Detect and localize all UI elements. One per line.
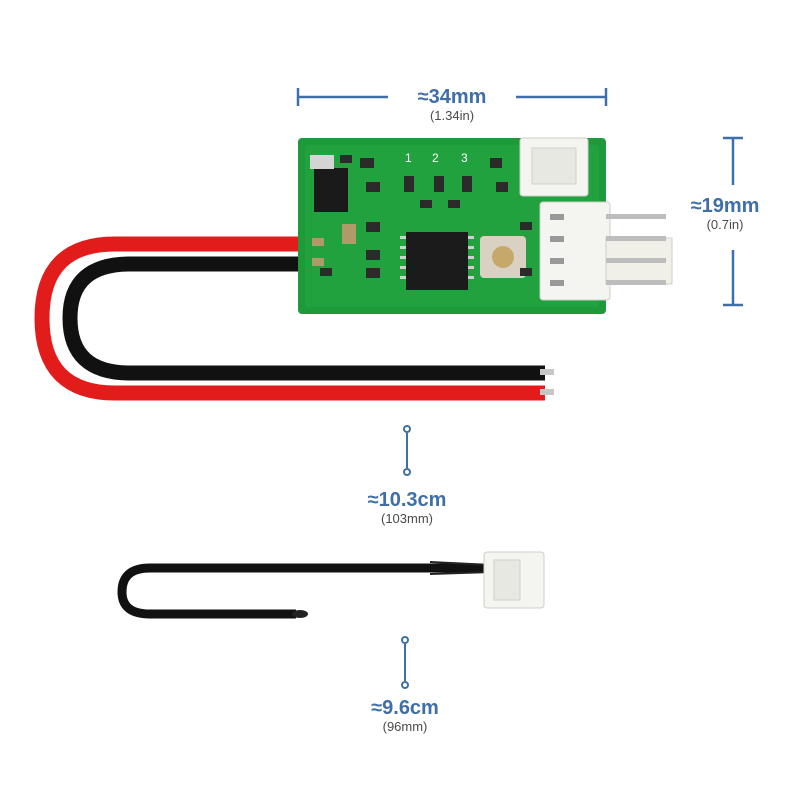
power-wires: [34, 236, 554, 401]
height-dimension-line: [723, 136, 743, 307]
wire-length-label: ≈10.3cm (103mm): [340, 489, 474, 527]
board-height-label: ≈19mm (0.7in): [673, 195, 777, 233]
wire-length-marker: [403, 425, 411, 476]
channel-label-1: 1: [405, 151, 412, 165]
sensor-connector-socket: [519, 137, 589, 197]
board-width-label: ≈34mm (1.34in): [388, 86, 516, 124]
probe-length-marker: [401, 636, 409, 689]
channel-label-3: 3: [461, 151, 468, 165]
fan-header: [539, 201, 673, 301]
probe-length-mm: (96mm): [382, 719, 428, 734]
temperature-probe: [117, 561, 493, 619]
width-dimension-line: [296, 88, 608, 106]
wire-length-mm: (103mm): [380, 511, 433, 526]
probe-length-cm: ≈9.6cm: [371, 697, 439, 719]
wire-length-cm: ≈10.3cm: [367, 489, 447, 511]
board-height-in: (0.7in): [706, 217, 744, 232]
board-width-in: (1.34in): [429, 108, 475, 123]
probe-length-label: ≈9.6cm (96mm): [344, 697, 466, 735]
board-width-mm: ≈34mm: [417, 86, 487, 108]
channel-label-2: 2: [432, 151, 439, 165]
board-height-mm: ≈19mm: [690, 195, 760, 217]
probe-connector-plug: [483, 551, 545, 609]
